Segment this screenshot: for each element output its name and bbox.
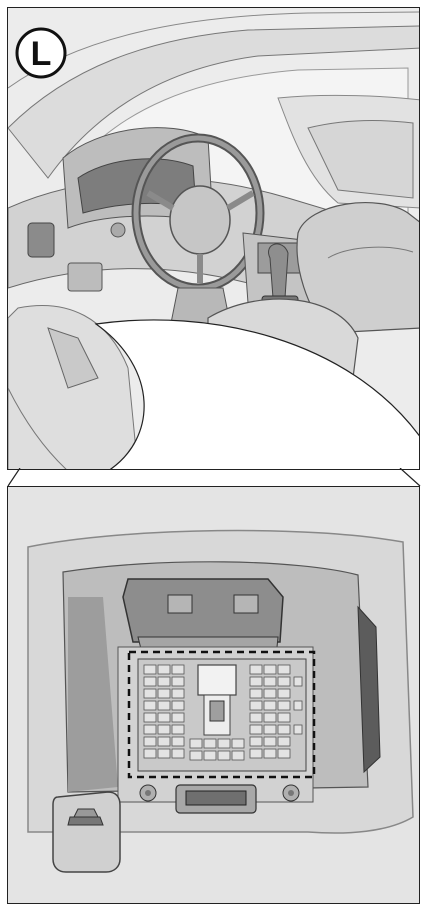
car-interior-illustration: L xyxy=(8,8,420,470)
fuse-box-illustration xyxy=(8,487,420,904)
interior-view-panel: L xyxy=(7,7,420,470)
hood-release-lever xyxy=(53,792,120,872)
section-badge-letter: L xyxy=(31,35,52,73)
fuse-box-closeup-panel xyxy=(7,486,420,904)
callout-connector xyxy=(0,468,427,488)
